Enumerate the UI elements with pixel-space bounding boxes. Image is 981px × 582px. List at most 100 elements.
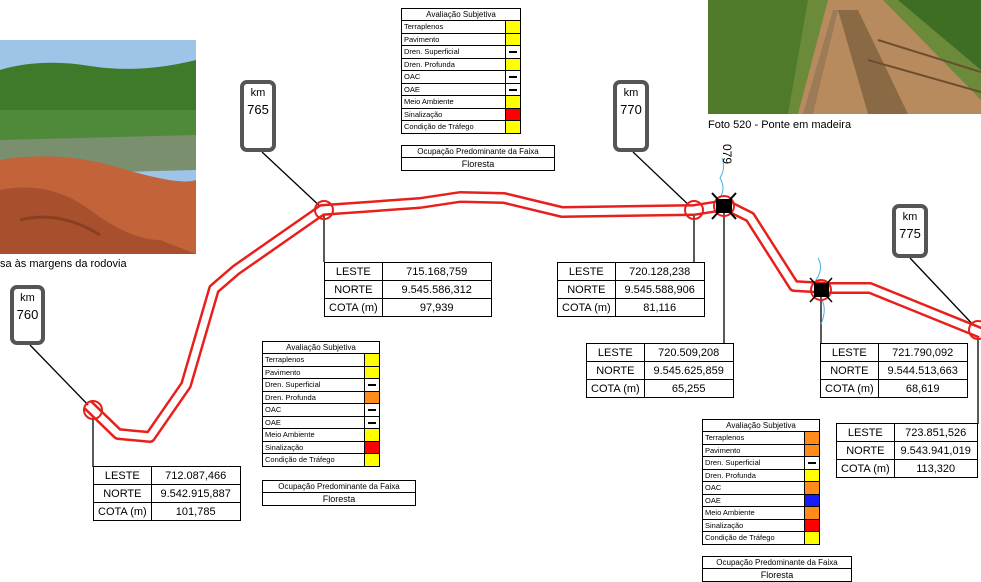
km-marker-770: km 770 [613, 80, 649, 152]
evaluation-row-label: Pavimento [404, 34, 440, 44]
evaluation-row: Terraplenos [703, 431, 819, 444]
feature-label: 079 [720, 144, 734, 165]
evaluation-title: Avaliação Subjetiva [726, 421, 796, 430]
evaluation-title: Avaliação Subjetiva [286, 343, 356, 352]
evaluation-row-label: Condição de Tráfego [705, 533, 775, 542]
cota-label: COTA (m) [557, 298, 616, 317]
leste-value: 723.851,526 [893, 423, 978, 442]
evaluation-status-swatch [505, 58, 520, 70]
evaluation-status-swatch [804, 507, 819, 519]
cota-label: COTA (m) [820, 379, 879, 398]
point-km760 [83, 400, 103, 420]
road-points [83, 200, 981, 420]
evaluation-row-label: OAE [705, 495, 721, 505]
evaluation-row: Condição de Tráfego [402, 120, 520, 133]
evaluation-row: Meio Ambiente [703, 506, 819, 519]
evaluation-row: OAE [402, 82, 520, 95]
evaluation-row: Dren. Superficial [703, 456, 819, 469]
km-marker-775: km 775 [892, 204, 928, 258]
occupation-box-3: Ocupação Predominante da Faixa Floresta [702, 556, 852, 582]
cota-value: 101,785 [150, 502, 241, 521]
cota-value: 65,255 [643, 379, 734, 398]
cota-label: COTA (m) [324, 298, 383, 317]
point-km775 [968, 320, 981, 340]
evaluation-status-swatch [364, 391, 379, 403]
leste-value: 715.168,759 [381, 262, 492, 281]
evaluation-row: Dren. Superficial [402, 45, 520, 58]
evaluation-row: Pavimento [703, 443, 819, 456]
evaluation-row-label: Dren. Superficial [404, 47, 460, 56]
evaluation-status-swatch [505, 96, 520, 108]
cota-value: 97,939 [381, 298, 492, 317]
photo-roadside-image [0, 40, 196, 254]
cota-value: 81,116 [614, 298, 705, 317]
evaluation-row-label: Meio Ambiente [404, 97, 454, 106]
evaluation-status-swatch [364, 454, 379, 466]
evaluation-status-swatch [804, 457, 819, 469]
evaluation-row-label: Dren. Profunda [404, 59, 455, 69]
evaluation-row: Sinalização [263, 440, 379, 453]
evaluation-row: Dren. Superficial [263, 378, 379, 391]
evaluation-row-label: OAC [705, 483, 722, 492]
evaluation-status-swatch [505, 108, 520, 120]
leste-label: LESTE [820, 343, 879, 362]
leste-label: LESTE [324, 262, 383, 281]
photo-left-caption: sa às margens da rodovia [0, 258, 127, 270]
evaluation-row: Dren. Profunda [703, 468, 819, 481]
photo-wooden-bridge-image [708, 0, 981, 114]
norte-label: NORTE [324, 280, 383, 299]
evaluation-row-label: Meio Ambiente [265, 430, 315, 439]
evaluation-row-label: Meio Ambiente [705, 508, 755, 517]
leste-label: LESTE [836, 423, 895, 442]
evaluation-row: OAC [703, 481, 819, 494]
evaluation-status-swatch [804, 532, 819, 544]
occupation-title: Ocupação Predominante da Faixa [703, 557, 851, 569]
evaluation-row-label: Terraplenos [705, 433, 745, 442]
cota-label: COTA (m) [586, 379, 645, 398]
evaluation-status-swatch [364, 429, 379, 441]
leste-label: LESTE [93, 466, 152, 485]
km-marker-765: km 765 [240, 80, 276, 152]
evaluation-status-swatch [505, 121, 520, 133]
evaluation-row: Pavimento [402, 32, 520, 45]
evaluation-row-label: Dren. Superficial [705, 458, 761, 467]
leste-value: 721.790,092 [877, 343, 968, 362]
occupation-value: Floresta [322, 494, 356, 504]
km-marker-value: 770 [620, 102, 642, 117]
occupation-title: Ocupação Predominante da Faixa [402, 146, 554, 158]
evaluation-row-label: Sinalização [705, 520, 744, 530]
evaluation-row-label: Dren. Profunda [265, 392, 316, 402]
evaluation-row: Meio Ambiente [402, 95, 520, 108]
cota-label: COTA (m) [93, 502, 152, 521]
cota-label: COTA (m) [836, 459, 895, 478]
evaluation-row-label: Sinalização [404, 109, 443, 119]
occupation-value: Floresta [461, 159, 495, 169]
occupation-title: Ocupação Predominante da Faixa [263, 481, 415, 493]
evaluation-row: Condição de Tráfego [263, 453, 379, 466]
photo-right-caption: Foto 520 - Ponte em madeira [708, 119, 852, 131]
evaluation-row: OAE [263, 415, 379, 428]
evaluation-row-label: Dren. Superficial [265, 380, 321, 389]
leste-value: 720.128,238 [614, 262, 705, 281]
km-marker-unit: km [20, 292, 35, 304]
evaluation-status-swatch [804, 494, 819, 506]
norte-label: NORTE [820, 361, 879, 380]
norte-label: NORTE [586, 361, 645, 380]
evaluation-row-label: Pavimento [265, 367, 301, 377]
evaluation-row: Dren. Profunda [402, 57, 520, 70]
evaluation-row-label: Pavimento [705, 445, 741, 455]
evaluation-status-swatch [505, 33, 520, 45]
occupation-value: Floresta [760, 570, 794, 580]
km-marker-760: km 760 [10, 285, 45, 345]
leste-label: LESTE [586, 343, 645, 362]
stream-crossing-2 [809, 257, 833, 325]
